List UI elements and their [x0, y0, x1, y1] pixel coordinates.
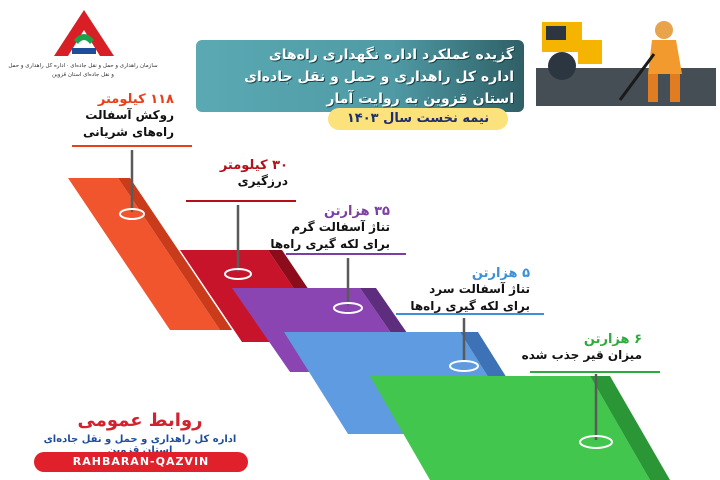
step-2-label: ۳۰ کیلومتر درزگیری: [118, 158, 288, 190]
step-5-label: ۶ هزارتن میزان قیر جذب شده: [462, 332, 642, 364]
step-5-line1: میزان قیر جذب شده: [521, 348, 642, 362]
step-band-1: [68, 178, 220, 330]
step-band-1-shadow: [118, 178, 232, 330]
public-relations-title: روابط عمومی: [77, 410, 203, 431]
pins: [130, 150, 598, 440]
logo-icon: [54, 10, 114, 56]
step-4-value: ۵ هزارتن: [471, 266, 530, 281]
social-handle: RAHBARAN-QAZVIN: [34, 452, 248, 472]
step-4-line1: تناژ آسفالت سرد: [429, 282, 530, 296]
step-1-line2: راه‌های شریانی: [82, 125, 174, 139]
underlines: [72, 145, 660, 373]
step-3-line2: برای لکه گیری راه‌ها: [270, 237, 390, 251]
period-badge: نیمه نخست سال ۱۴۰۳: [328, 108, 508, 130]
title-line-1: گزیده عملکرد اداره نگهداری راه‌های: [268, 47, 514, 63]
step-band-5: [370, 376, 650, 480]
step-4-label: ۵ هزارتن تناژ آسفالت سرد برای لکه گیری ر…: [350, 266, 530, 315]
title-line-2: اداره کل راهداری و حمل و نقل جاده‌ای: [244, 69, 514, 85]
logo-caption: سازمان راهداری و حمل و نقل جاده‌ای · ادا…: [8, 63, 158, 78]
road-worker-icon: [536, 21, 716, 106]
banner-title: گزیده عملکرد اداره نگهداری راه‌های اداره…: [208, 44, 514, 110]
step-1-value: ۱۱۸ کیلومتر: [97, 92, 174, 107]
step-2-line1: درزگیری: [237, 174, 288, 188]
step-band-5-shadow: [590, 376, 670, 480]
title-line-3: استان قزوین به روایت آمار: [326, 91, 514, 107]
step-3-line1: تناژ آسفالت گرم: [291, 220, 390, 234]
pin-rings: [119, 208, 613, 449]
step-1-label: ۱۱۸ کیلومتر روکش آسفالت راه‌های شریانی: [4, 92, 174, 141]
step-1-line1: روکش آسفالت: [85, 108, 174, 122]
step-2-value: ۳۰ کیلومتر: [219, 158, 288, 173]
road-roller-icon: [542, 22, 602, 80]
step-5-value: ۶ هزارتن: [583, 332, 642, 347]
organization-name: اداره کل راهداری و حمل و نقل جاده‌ای است…: [43, 434, 237, 456]
step-3-value: ۳۵ هزارتن: [323, 204, 390, 219]
title-banner: [196, 40, 524, 112]
step-4-line2: برای لکه گیری راه‌ها: [410, 299, 530, 313]
step-3-label: ۳۵ هزارتن تناژ آسفالت گرم برای لکه گیری …: [210, 204, 390, 253]
